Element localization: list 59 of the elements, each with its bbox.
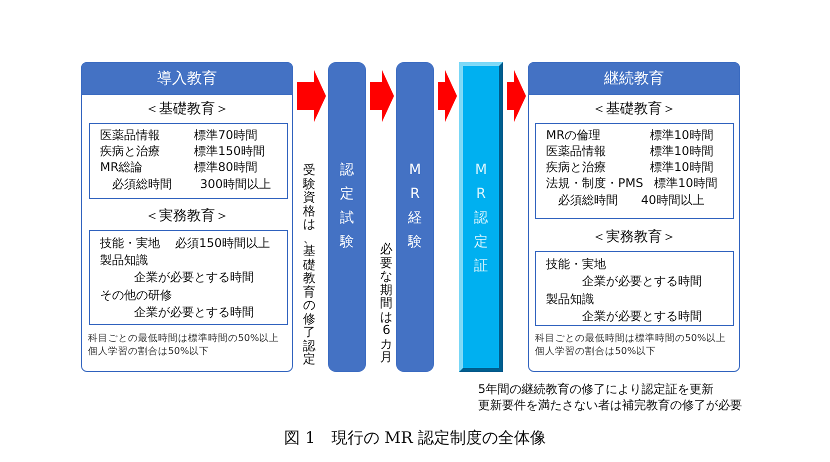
subject-text: 必須総時間	[112, 177, 172, 192]
panel-header: 継続教育	[528, 62, 740, 95]
hours-text: 40時間以上	[641, 193, 704, 208]
subject-text: 疾病と治療	[100, 144, 160, 159]
hours-text: 標準10時間	[654, 176, 718, 191]
subject-text: 技能・実地	[546, 257, 606, 272]
section-heading: ＜実務教育＞	[592, 228, 676, 246]
education-panel	[81, 62, 293, 372]
note-text: 個人学習の割合は50%以下	[535, 346, 656, 358]
course-list-box	[89, 230, 288, 325]
vertical-label: MR認定証	[474, 161, 488, 276]
hours-text: 標準10時間	[650, 128, 714, 143]
course-list-box	[89, 123, 288, 199]
subject-text: 疾病と治療	[546, 160, 606, 175]
subject-text: MR総論	[100, 160, 143, 175]
hours-text: 標準150時間	[194, 144, 265, 159]
figure-caption: 図 1 現行の MR 認定制度の全体像	[284, 428, 546, 448]
hours-text: 標準70時間	[194, 128, 258, 143]
subject-text: 法規・制度・PMS	[546, 176, 644, 191]
subject-text: 製品知識	[546, 292, 594, 307]
subject-text: その他の研修	[100, 288, 172, 303]
subject-text: 製品知識	[100, 253, 148, 268]
side-note: 必要な期間は6カ月	[380, 242, 393, 364]
certificate-bar	[459, 62, 503, 372]
vertical-label: MR経験	[408, 161, 422, 252]
hours-text: 企業が必要とする時間	[134, 270, 254, 285]
subject-text: 医薬品情報	[100, 128, 160, 143]
note-text: 科目ごとの最低時間は標準時間の50%以上	[535, 333, 726, 345]
hours-text: 標準10時間	[650, 144, 714, 159]
step-bar	[328, 62, 366, 372]
subject-text: 技能・実地	[100, 236, 160, 251]
course-list-box	[535, 251, 734, 326]
hours-text: 300時間以上	[200, 177, 271, 192]
hours-text: 企業が必要とする時間	[134, 305, 254, 320]
subject-text: 必須総時間	[558, 193, 618, 208]
block-arrow	[297, 70, 326, 122]
hours-text: 標準10時間	[650, 160, 714, 175]
section-heading: ＜実務教育＞	[145, 207, 229, 225]
block-arrow	[370, 70, 394, 122]
panel-header: 導入教育	[81, 62, 293, 95]
hours-text: 標準80時間	[194, 160, 258, 175]
education-panel	[528, 62, 740, 372]
note-text: 更新要件を満たさない者は補完教育の修了が必要	[478, 398, 742, 413]
hours-text: 企業が必要とする時間	[582, 309, 702, 324]
section-heading: ＜基礎教育＞	[592, 100, 676, 118]
hours-text: 必須150時間以上	[175, 236, 270, 251]
subject-text: 医薬品情報	[546, 144, 606, 159]
vertical-label: 認定試験	[340, 161, 354, 252]
section-heading: ＜基礎教育＞	[145, 100, 229, 118]
note-text: 5年間の継続教育の修了により認定証を更新	[478, 382, 714, 397]
note-text: 科目ごとの最低時間は標準時間の50%以上	[88, 333, 280, 345]
block-arrow	[438, 70, 457, 122]
side-note: 受験資格は、基礎教育の修了認定	[303, 163, 316, 366]
note-text: 個人学習の割合は50%以下	[88, 346, 210, 358]
hours-text: 企業が必要とする時間	[582, 274, 702, 289]
subject-text: MRの倫理	[546, 128, 601, 143]
course-list-box	[535, 123, 734, 219]
step-bar	[396, 62, 434, 372]
block-arrow	[507, 70, 526, 122]
